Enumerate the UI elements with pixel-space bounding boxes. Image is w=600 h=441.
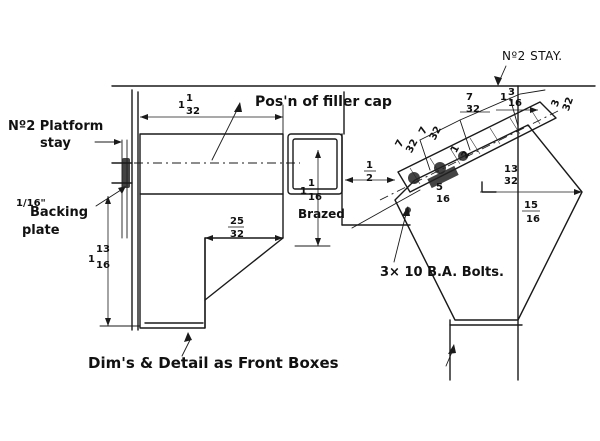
platform-stay-label-1: Nº2 Platform — [8, 119, 103, 134]
svg-text:32: 32 — [504, 176, 518, 187]
bolts-arrow — [402, 206, 410, 216]
dim-top-arrow-left — [140, 114, 148, 120]
no2-stay-label: Nº2 STAY. — [502, 49, 563, 63]
backing-plate-leader — [95, 187, 125, 207]
dim-brazed-arrow-top — [315, 150, 321, 158]
dim-half-arrow-right — [387, 177, 395, 183]
dim-hex-right: 15 16 — [522, 200, 540, 225]
svg-text:3: 3 — [550, 98, 563, 108]
dim-diag-b: 7 32 — [417, 125, 444, 142]
brazed-label: Brazed — [298, 207, 345, 221]
svg-text:32: 32 — [404, 138, 420, 155]
dim-top-arrow-right — [275, 114, 283, 120]
left-bolt-cluster — [111, 158, 133, 188]
svg-text:5: 5 — [436, 182, 443, 193]
filler-cap-leader — [211, 103, 241, 161]
svg-text:1: 1 — [300, 186, 307, 197]
dim-total-height: 1 13 16 — [88, 244, 110, 271]
svg-text:1: 1 — [186, 93, 193, 104]
svg-text:32: 32 — [428, 125, 444, 142]
svg-text:13: 13 — [96, 244, 110, 255]
svg-text:1: 1 — [88, 254, 95, 265]
svg-text:16: 16 — [96, 260, 110, 271]
mounting-bar-centerline — [379, 109, 561, 201]
svg-text:16: 16 — [508, 98, 522, 109]
no2-stay-arrow — [494, 76, 502, 86]
bar-bolt-cluster — [405, 151, 468, 213]
filler-cap-arrow-head — [234, 102, 242, 112]
angle-marker — [481, 181, 497, 193]
svg-text:7: 7 — [394, 138, 407, 149]
dim-half-arrow-left — [345, 177, 353, 183]
footer-arrow-right — [448, 344, 456, 354]
backing-plate-label-2: plate — [22, 223, 60, 238]
diag-dim-frame — [419, 89, 546, 141]
svg-text:32: 32 — [230, 229, 244, 240]
bolts-leader — [393, 213, 407, 263]
svg-text:1: 1 — [500, 92, 507, 103]
svg-text:16: 16 — [526, 214, 540, 225]
dim-top-right: 1 3 16 — [500, 87, 522, 109]
svg-text:1: 1 — [178, 100, 185, 111]
svg-text:16: 16 — [308, 192, 322, 203]
svg-text:32: 32 — [186, 106, 200, 117]
dim-inner-arrow-left — [205, 235, 213, 241]
dim-diag-d: 5 16 — [436, 182, 450, 205]
tank-body — [139, 133, 284, 195]
dim-brazed-height: 1 1 16 — [300, 178, 322, 203]
diag-dim-tick-1 — [419, 139, 431, 171]
svg-text:32: 32 — [466, 104, 480, 115]
mounting-bar — [397, 101, 557, 193]
svg-text:2: 2 — [366, 173, 373, 184]
platform-stay-arrow — [114, 139, 122, 145]
svg-text:1: 1 — [366, 160, 373, 171]
dim-angle: 13 32 — [504, 164, 518, 187]
svg-text:7: 7 — [466, 92, 473, 103]
dim-half: 1 2 — [364, 160, 376, 184]
mounting-bar-lower — [351, 189, 421, 229]
svg-text:13: 13 — [504, 164, 518, 175]
dim-inner-arrow-right — [275, 235, 283, 241]
backing-plate-label-1: Backing — [30, 205, 88, 220]
svg-text:7: 7 — [417, 125, 430, 136]
svg-text:32: 32 — [561, 96, 576, 113]
platform-stay-label-2: stay — [40, 136, 71, 151]
lower-box-outline — [139, 193, 284, 329]
lower-box-slope — [204, 237, 284, 301]
diag-dim-tick-3 — [509, 97, 519, 127]
dim-top-right-arrow — [530, 107, 538, 113]
dim-total-arrow-bot — [105, 318, 111, 326]
svg-text:25: 25 — [230, 216, 244, 227]
brazed-bracket-outer — [287, 133, 343, 195]
backing-frac-label: 1/16" — [16, 198, 46, 209]
svg-text:16: 16 — [436, 194, 450, 205]
dim-right-width: 7 32 — [466, 92, 480, 115]
dim-small-right: 3 32 — [550, 96, 576, 113]
brazed-bracket-inner — [292, 138, 338, 190]
bolts-label: 3× 10 B.A. Bolts. — [380, 265, 504, 280]
dim-total-arrow-top — [105, 196, 111, 204]
diag-dim-tick-2 — [459, 119, 471, 151]
svg-text:3: 3 — [508, 87, 515, 98]
dim-hex-right-arrow — [574, 189, 582, 195]
dim-top-width: 1 1 32 — [178, 93, 200, 117]
svg-text:15: 15 — [524, 200, 538, 211]
footer-label: Dim's & Detail as Front Boxes — [88, 354, 339, 372]
dim-diag-c: 1 2 — [449, 144, 473, 161]
footer-leader-right — [445, 351, 453, 367]
svg-text:1: 1 — [308, 178, 315, 189]
svg-text:1: 1 — [449, 144, 462, 155]
dim-diag-a: 7 32 — [394, 138, 421, 155]
svg-text:2: 2 — [460, 149, 473, 160]
footer-arrow-left — [184, 332, 192, 342]
hex-box — [394, 124, 583, 321]
dim-brazed-arrow-bot — [315, 238, 321, 246]
footer-leader-left — [181, 339, 191, 357]
dim-inner-width: 25 32 — [228, 216, 244, 240]
filler-cap-label: Pos'n of filler cap — [255, 94, 392, 110]
